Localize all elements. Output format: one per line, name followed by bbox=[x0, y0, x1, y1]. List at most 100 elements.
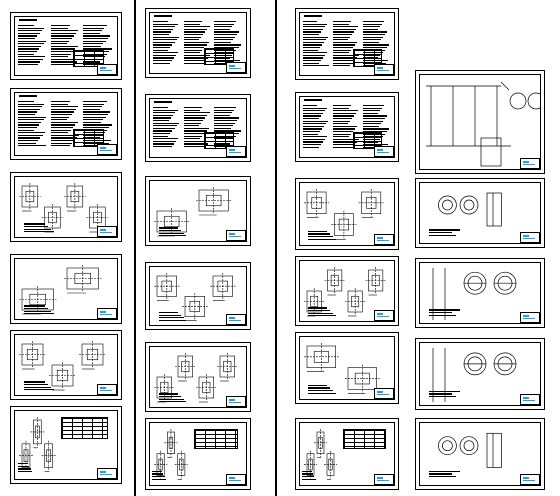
structural-detail-drawing bbox=[19, 417, 56, 472]
schedule-table bbox=[204, 47, 234, 65]
title-block bbox=[226, 396, 246, 407]
drawing-sheet-plan[interactable] bbox=[295, 332, 399, 404]
general-notes-text bbox=[50, 25, 80, 67]
circular-tank-plan bbox=[438, 192, 502, 227]
title-block bbox=[520, 158, 540, 169]
drawing-sheet-elevations[interactable] bbox=[10, 406, 122, 484]
title-block bbox=[97, 308, 117, 319]
drawing-sheet-plan[interactable] bbox=[10, 330, 122, 400]
general-notes-text bbox=[153, 107, 180, 149]
drawing-sheet-notes[interactable] bbox=[145, 8, 251, 78]
drawing-sheet-elevations[interactable] bbox=[295, 418, 399, 490]
tank-elevation-drawing bbox=[426, 81, 541, 167]
detail-notes bbox=[308, 384, 339, 395]
structural-detail-drawing bbox=[19, 341, 106, 391]
column-divider bbox=[134, 0, 136, 496]
title-block bbox=[520, 312, 540, 323]
drawing-sheet-circular-plan[interactable] bbox=[415, 418, 545, 490]
sheet-border bbox=[299, 12, 395, 76]
title-block bbox=[226, 146, 246, 157]
general-notes-text bbox=[303, 21, 329, 68]
drawing-sheet-notes[interactable] bbox=[10, 12, 122, 80]
sheet-border bbox=[299, 96, 395, 158]
general-notes-text bbox=[333, 21, 359, 68]
drawing-sheet-notes[interactable] bbox=[10, 88, 122, 160]
title-block bbox=[97, 468, 117, 479]
circular-tank-plan bbox=[432, 348, 517, 402]
drawing-sheet-tank-elevation[interactable] bbox=[415, 70, 545, 174]
detail-notes bbox=[308, 230, 339, 241]
sheet-border bbox=[149, 180, 247, 242]
sheet-border bbox=[419, 74, 541, 170]
title-block bbox=[97, 64, 117, 75]
title-block bbox=[374, 234, 394, 245]
structural-detail-drawing bbox=[304, 267, 386, 317]
schedule-table bbox=[204, 132, 234, 150]
sheet-border bbox=[299, 422, 395, 486]
sheet-border bbox=[299, 182, 395, 246]
drawing-sheet-notes[interactable] bbox=[145, 94, 251, 162]
sheet-border bbox=[419, 422, 541, 486]
general-notes-text bbox=[18, 25, 47, 67]
title-block bbox=[226, 62, 246, 73]
drawing-sheet-plan[interactable] bbox=[145, 342, 251, 412]
detail-notes bbox=[429, 390, 468, 399]
drawing-sheet-plan[interactable] bbox=[145, 262, 251, 330]
sheet-title-block bbox=[154, 15, 172, 18]
detail-notes bbox=[158, 311, 191, 322]
rebar-schedule-table bbox=[61, 417, 109, 439]
structural-detail-drawing bbox=[304, 429, 337, 480]
structural-detail-drawing bbox=[154, 273, 236, 321]
general-notes-text bbox=[153, 21, 180, 65]
title-block bbox=[520, 474, 540, 485]
sheet-border bbox=[14, 92, 118, 156]
drawing-sheet-elevations[interactable] bbox=[145, 418, 251, 490]
sheet-border bbox=[14, 258, 118, 320]
circular-tank-plan bbox=[438, 432, 502, 468]
structural-detail-drawing bbox=[19, 265, 102, 315]
title-block bbox=[520, 394, 540, 405]
drawing-sheet-plan[interactable] bbox=[10, 254, 122, 324]
sheet-border bbox=[419, 342, 541, 406]
general-notes-text bbox=[303, 105, 329, 149]
sheet-border bbox=[14, 334, 118, 396]
structural-detail-drawing bbox=[154, 353, 238, 403]
sheet-title-block bbox=[304, 15, 322, 18]
general-notes-text bbox=[183, 107, 211, 149]
detail-notes bbox=[429, 229, 468, 237]
drawing-sheet-notes[interactable] bbox=[295, 92, 399, 162]
drawing-sheet-plan[interactable] bbox=[145, 176, 251, 246]
general-notes-text bbox=[183, 21, 211, 65]
drawing-sheet-plan[interactable] bbox=[10, 172, 122, 242]
sheet-border bbox=[149, 346, 247, 408]
drawing-sheet-circular-plan[interactable] bbox=[415, 178, 545, 248]
rebar-schedule-table bbox=[193, 429, 239, 450]
title-block bbox=[97, 144, 117, 155]
schedule-table bbox=[353, 131, 383, 149]
drawing-sheet-circular-plan[interactable] bbox=[415, 258, 545, 328]
schedule-table bbox=[353, 48, 383, 67]
sheet-border bbox=[14, 410, 118, 480]
title-block bbox=[226, 230, 246, 241]
sheet-border bbox=[299, 260, 395, 322]
detail-notes bbox=[429, 470, 468, 479]
structural-detail-drawing bbox=[304, 343, 380, 394]
drawing-sheet-plan[interactable] bbox=[295, 178, 399, 250]
sheet-title-block bbox=[19, 95, 37, 98]
title-block bbox=[374, 310, 394, 321]
sheet-border bbox=[419, 262, 541, 324]
title-block bbox=[374, 64, 394, 75]
detail-notes bbox=[158, 393, 191, 403]
detail-notes bbox=[429, 309, 468, 317]
title-block bbox=[97, 384, 117, 395]
circular-tank-plan bbox=[432, 268, 517, 320]
drawing-sheet-circular-section[interactable] bbox=[415, 338, 545, 410]
drawing-sheet-notes[interactable] bbox=[295, 8, 399, 80]
title-block bbox=[226, 474, 246, 485]
rebar-schedule-table bbox=[342, 429, 387, 450]
sheet-border bbox=[149, 422, 247, 486]
drawing-sheet-plan[interactable] bbox=[295, 256, 399, 326]
sheet-border bbox=[299, 336, 395, 400]
sheet-border bbox=[149, 266, 247, 326]
